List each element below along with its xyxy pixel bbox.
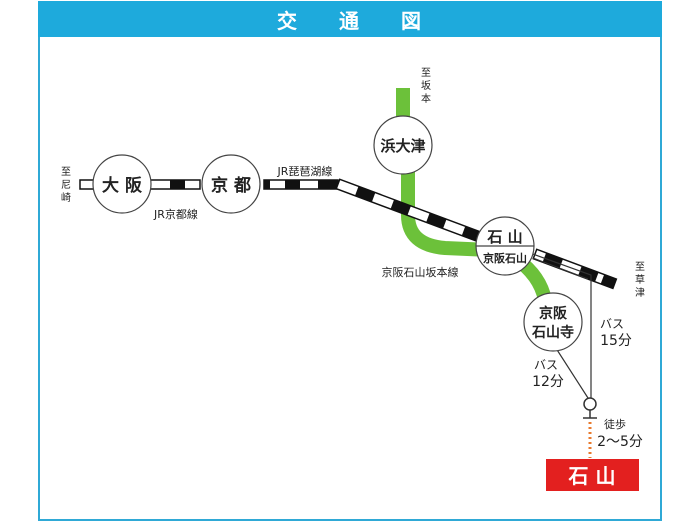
direction-kusatsu: 至 草 津 — [635, 261, 645, 299]
svg-text:至: 至 — [421, 67, 431, 79]
svg-text:石 山: 石 山 — [486, 228, 522, 246]
title-char-3: 図 — [401, 8, 423, 33]
svg-text:石山寺: 石山寺 — [531, 325, 574, 341]
title-char-2: 通 — [339, 8, 361, 33]
svg-text:坂: 坂 — [421, 80, 431, 92]
svg-text:石 山: 石 山 — [568, 464, 616, 488]
label-bus-12: バス 12分 — [532, 358, 564, 390]
svg-text:浜大津: 浜大津 — [380, 137, 425, 155]
label-walk: 徒歩 2〜5分 — [597, 417, 643, 450]
label-jr-kyoto-line: JR京都線 — [153, 207, 198, 221]
svg-text:バス: バス — [534, 358, 558, 372]
svg-text:大 阪: 大 阪 — [102, 175, 142, 196]
bus-routes — [529, 252, 597, 419]
station-kyoto[interactable]: 京 都 — [201, 154, 261, 214]
title-char-1: 交 — [277, 8, 299, 33]
svg-text:2〜5分: 2〜5分 — [597, 434, 643, 450]
svg-text:尼: 尼 — [61, 179, 71, 191]
label-bus-15: バス 15分 — [600, 317, 632, 349]
destination-ishiyama[interactable]: 石 山 — [546, 459, 639, 491]
svg-text:本: 本 — [421, 92, 431, 105]
svg-text:京阪石山: 京阪石山 — [483, 251, 527, 265]
station-osaka[interactable]: 大 阪 — [92, 154, 152, 214]
svg-text:至: 至 — [635, 261, 645, 273]
svg-text:徒歩: 徒歩 — [604, 417, 626, 431]
svg-text:バス: バス — [600, 317, 624, 331]
svg-text:12分: 12分 — [532, 374, 564, 390]
station-ishiyama[interactable]: 石 山 京阪石山 — [475, 216, 535, 276]
svg-text:京阪: 京阪 — [539, 305, 568, 322]
station-hama-otsu[interactable]: 浜大津 — [373, 115, 433, 175]
svg-text:15分: 15分 — [600, 333, 632, 349]
station-keihan-ishiyamadera[interactable]: 京阪 石山寺 — [523, 292, 583, 352]
svg-text:津: 津 — [635, 287, 645, 299]
direction-sakamoto: 至 坂 本 — [421, 67, 431, 105]
label-jr-biwako-line: JR琵琶湖線 — [277, 164, 333, 178]
direction-amagasaki: 至 尼 崎 — [61, 166, 71, 204]
label-keihan-ishiyama-sakamoto-line: 京阪石山坂本線 — [382, 265, 459, 279]
svg-text:崎: 崎 — [61, 191, 71, 204]
svg-text:草: 草 — [635, 274, 645, 286]
bus-stop-icon — [583, 397, 597, 411]
map-header: 交 通 図 — [38, 1, 662, 37]
svg-text:京 都: 京 都 — [211, 175, 251, 196]
svg-text:至: 至 — [61, 166, 71, 178]
